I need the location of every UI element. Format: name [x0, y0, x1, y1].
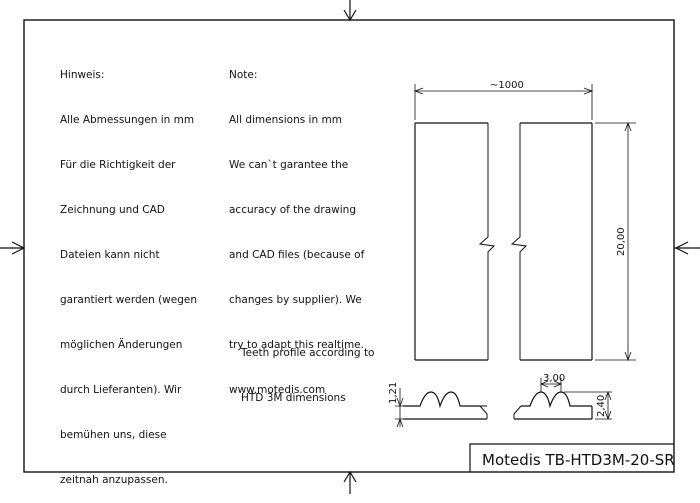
pitch-dimension-label: 3,00: [543, 373, 565, 384]
drawing-title: Motedis TB-HTD3M-20-SR: [482, 451, 675, 469]
centering-mark-right: [674, 241, 700, 255]
note-german-line: Dateien kann nicht: [60, 249, 160, 261]
note-german-line: Zeichnung und CAD: [60, 204, 165, 216]
note-german-line: möglichen Änderungen: [60, 339, 183, 351]
note-english-link[interactable]: www.motedis.com: [229, 384, 326, 396]
note-german-line: durch Lieferanten). Wir: [60, 384, 182, 396]
note-english-line: try to adapt this realtime.: [229, 339, 364, 351]
centering-mark-top: [343, 0, 357, 22]
profile-note-line: HTD 3M dimensions: [241, 392, 346, 404]
belt-top-view-right: [510, 122, 593, 361]
length-dimension: [413, 84, 594, 120]
total-thickness-label: 2,40: [596, 395, 607, 417]
note-german-line: Alle Abmessungen in mm: [60, 114, 195, 126]
drawing-frame: [23, 19, 675, 473]
note-english-line: accuracy of the drawing: [229, 204, 356, 216]
pitch-dimension: [539, 378, 563, 392]
note-german-line: garantiert werden (wegen: [60, 294, 197, 306]
note-english-line: and CAD files (because of: [229, 249, 365, 261]
tooth-profile-left: [403, 391, 488, 420]
note-english-line: We can`t garantee the: [229, 159, 349, 171]
note-german-line: bemühen uns, diese: [60, 429, 167, 441]
profile-note-line: Teeth profile according to: [241, 347, 375, 359]
note-english-line: All dimensions in mm: [229, 114, 342, 126]
tooth-profile-right: [513, 391, 593, 420]
centering-mark-bottom: [343, 470, 357, 494]
belt-top-view-left: [414, 122, 496, 361]
width-dimension: [595, 121, 636, 362]
width-dimension-label: 20,00: [616, 227, 627, 256]
centering-mark-left: [0, 241, 26, 255]
note-german-heading: Hinweis:: [60, 69, 105, 81]
base-thickness-label: 1,21: [388, 382, 399, 404]
base-thickness-dimension: [395, 388, 418, 428]
note-german-line: Für die Richtigkeit der: [60, 159, 176, 171]
profile-note: Teeth profile according to HTD 3M dimens…: [241, 316, 374, 421]
total-thickness-dimension: [564, 390, 612, 421]
note-german: Hinweis: Alle Abmessungen in mm Für die …: [60, 38, 197, 503]
length-dimension-label: ~1000: [490, 80, 524, 91]
note-english: Note: All dimensions in mm We can`t gara…: [229, 38, 364, 413]
note-english-heading: Note:: [229, 69, 258, 81]
title-block-frame: [469, 443, 674, 472]
note-english-line: changes by supplier). We: [229, 294, 362, 306]
note-german-line: zeitnah anzupassen.: [60, 474, 168, 486]
